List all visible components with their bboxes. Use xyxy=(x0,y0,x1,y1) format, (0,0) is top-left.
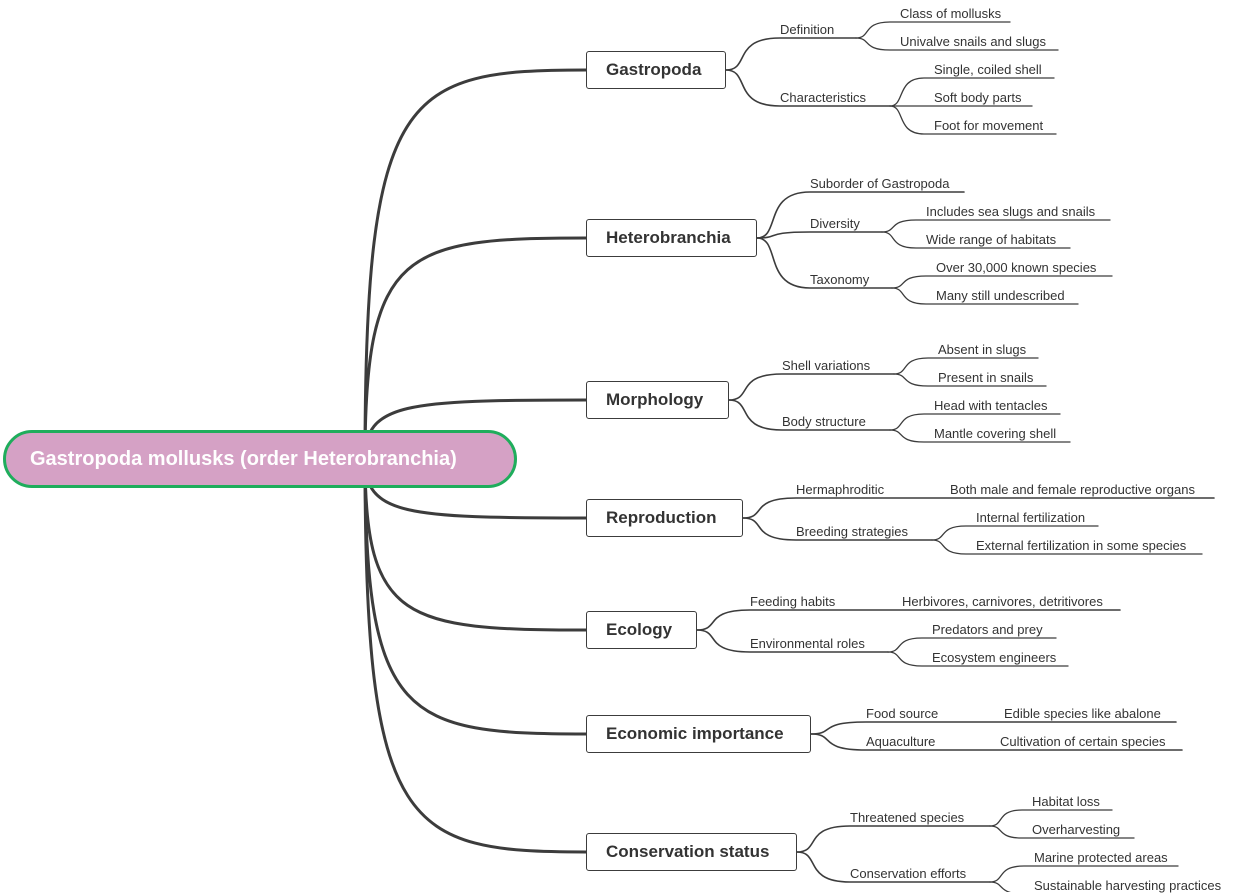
leaf-cultivation-of-certain-species[interactable]: Cultivation of certain species xyxy=(1000,734,1166,749)
connector-environmental-roles xyxy=(696,629,889,653)
leaf-absent-in-slugs[interactable]: Absent in slugs xyxy=(938,342,1027,357)
branch-node-economic-importance[interactable]: Economic importance xyxy=(586,715,811,753)
connector-wide-range-of-habitats xyxy=(881,231,1071,249)
leaf-herbivores-carnivores-detritivores[interactable]: Herbivores, carnivores, detritivores xyxy=(902,594,1103,609)
subtopic-environmental-roles[interactable]: Environmental roles xyxy=(750,636,865,651)
connector-over-30-000-known-species xyxy=(891,275,1113,289)
leaf-overharvesting[interactable]: Overharvesting xyxy=(1032,822,1121,837)
leaf-univalve-snails-and-slugs[interactable]: Univalve snails and slugs xyxy=(900,34,1046,49)
branch-node-reproduction[interactable]: Reproduction xyxy=(586,499,743,537)
leaf-external-fertilization-in-some-species[interactable]: External fertilization in some species xyxy=(976,538,1187,553)
connector-external-fertilization-in-some-species xyxy=(931,539,1203,555)
leaf-predators-and-prey[interactable]: Predators and prey xyxy=(932,622,1043,637)
subtopic-definition[interactable]: Definition xyxy=(780,22,835,37)
subtopic-diversity[interactable]: Diversity xyxy=(810,216,860,231)
connector-suborder-of-gastropoda xyxy=(756,191,965,239)
connector-present-in-snails xyxy=(893,373,1047,387)
leaf-wide-range-of-habitats[interactable]: Wide range of habitats xyxy=(926,232,1057,247)
subtopic-body-structure[interactable]: Body structure xyxy=(782,414,866,429)
leaf-many-still-undescribed[interactable]: Many still undescribed xyxy=(936,288,1065,303)
connector-conservation-efforts xyxy=(796,851,991,883)
leaf-single-coiled-shell[interactable]: Single, coiled shell xyxy=(934,62,1042,77)
connector-class-of-mollusks xyxy=(855,21,1011,39)
leaf-class-of-mollusks[interactable]: Class of mollusks xyxy=(900,6,1002,21)
leaf-present-in-snails[interactable]: Present in snails xyxy=(938,370,1034,385)
connector-marine-protected-areas xyxy=(989,865,1179,883)
connector-many-still-undescribed xyxy=(891,287,1079,305)
leaf-internal-fertilization[interactable]: Internal fertilization xyxy=(976,510,1086,525)
leaf-over-30-000-known-species[interactable]: Over 30,000 known species xyxy=(936,260,1097,275)
leaf-habitat-loss[interactable]: Habitat loss xyxy=(1032,794,1100,809)
branch-node-gastropoda[interactable]: Gastropoda xyxy=(586,51,726,89)
connector-breeding-strategies xyxy=(742,517,933,541)
connector-definition xyxy=(725,37,857,71)
subtopic-aquaculture[interactable]: Aquaculture xyxy=(866,734,936,749)
leaf-ecosystem-engineers[interactable]: Ecosystem engineers xyxy=(932,650,1057,665)
leaf-both-male-and-female-reproductive-organs[interactable]: Both male and female reproductive organs xyxy=(950,482,1195,497)
connector-root-gastropoda xyxy=(363,68,588,461)
connector-internal-fertilization xyxy=(931,525,1099,541)
root-node[interactable]: Gastropoda mollusks (order Heterobranchi… xyxy=(3,430,517,488)
branch-node-ecology[interactable]: Ecology xyxy=(586,611,697,649)
leaf-sustainable-harvesting-practices[interactable]: Sustainable harvesting practices xyxy=(1034,878,1222,893)
connector-shell-variations xyxy=(728,373,895,401)
connector-taxonomy xyxy=(756,237,893,289)
branch-node-conservation-status[interactable]: Conservation status xyxy=(586,833,797,871)
leaf-includes-sea-slugs-and-snails[interactable]: Includes sea slugs and snails xyxy=(926,204,1096,219)
connector-predators-and-prey xyxy=(887,637,1057,653)
connector-food-source xyxy=(810,721,1177,735)
subtopic-hermaphroditic[interactable]: Hermaphroditic xyxy=(796,482,885,497)
connector-foot-for-movement xyxy=(889,105,1057,135)
leaf-edible-species-like-abalone[interactable]: Edible species like abalone xyxy=(1004,706,1161,721)
connector-characteristics xyxy=(725,69,891,107)
leaf-head-with-tentacles[interactable]: Head with tentacles xyxy=(934,398,1048,413)
branch-node-morphology[interactable]: Morphology xyxy=(586,381,729,419)
connector-hermaphroditic xyxy=(742,497,1215,519)
leaf-soft-body-parts[interactable]: Soft body parts xyxy=(934,90,1022,105)
connector-diversity xyxy=(756,231,883,239)
connector-aquaculture xyxy=(810,733,1183,751)
connector-ecosystem-engineers xyxy=(887,651,1069,667)
connector-includes-sea-slugs-and-snails xyxy=(881,219,1111,233)
connector-head-with-tentacles xyxy=(889,413,1061,431)
leaf-mantle-covering-shell[interactable]: Mantle covering shell xyxy=(934,426,1057,441)
subtopic-conservation-efforts[interactable]: Conservation efforts xyxy=(850,866,967,881)
connector-root-ecology xyxy=(363,457,588,632)
subtopic-breeding-strategies[interactable]: Breeding strategies xyxy=(796,524,909,539)
connector-overharvesting xyxy=(989,825,1135,839)
connector-root-heterobranchia xyxy=(363,236,588,461)
connector-feeding-habits xyxy=(696,609,1121,631)
connector-absent-in-slugs xyxy=(893,357,1039,375)
subtopic-characteristics[interactable]: Characteristics xyxy=(780,90,866,105)
connector-single-coiled-shell xyxy=(889,77,1055,107)
leaf-marine-protected-areas[interactable]: Marine protected areas xyxy=(1034,850,1168,865)
connector-root-conservation-status xyxy=(363,457,588,854)
subtopic-feeding-habits[interactable]: Feeding habits xyxy=(750,594,836,609)
branch-node-heterobranchia[interactable]: Heterobranchia xyxy=(586,219,757,257)
connector-sustainable-harvesting-practices xyxy=(989,881,1012,892)
connector-threatened-species xyxy=(796,825,991,853)
subtopic-shell-variations[interactable]: Shell variations xyxy=(782,358,871,373)
connector-univalve-snails-and-slugs xyxy=(855,37,1059,51)
subtopic-taxonomy[interactable]: Taxonomy xyxy=(810,272,870,287)
subtopic-threatened-species[interactable]: Threatened species xyxy=(850,810,965,825)
connector-habitat-loss xyxy=(989,809,1113,827)
subtopic-suborder-of-gastropoda[interactable]: Suborder of Gastropoda xyxy=(810,176,950,191)
leaf-foot-for-movement[interactable]: Foot for movement xyxy=(934,118,1044,133)
connector-body-structure xyxy=(728,399,891,431)
connector-mantle-covering-shell xyxy=(889,429,1071,443)
subtopic-food-source[interactable]: Food source xyxy=(866,706,939,721)
